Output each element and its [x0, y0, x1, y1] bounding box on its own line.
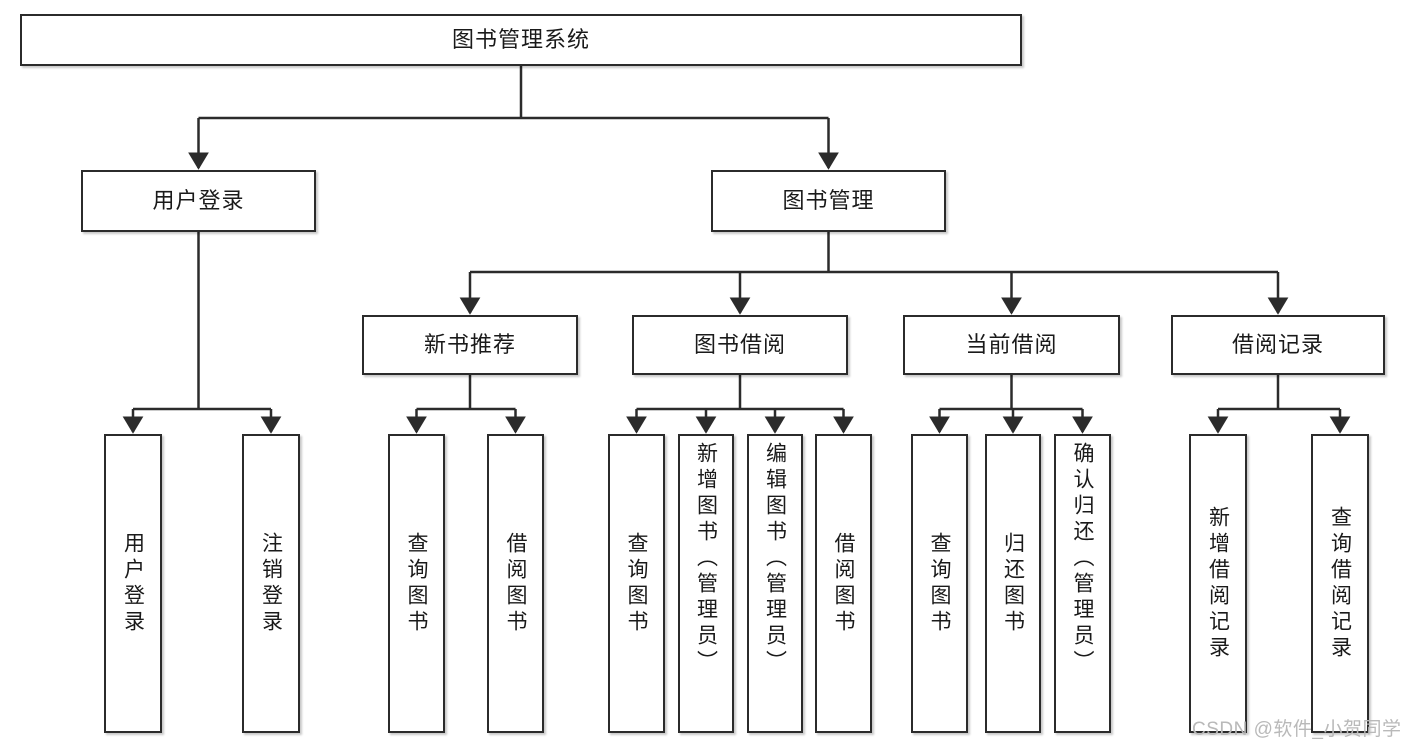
node-leaf-query-book-1-label: 查询图书 — [405, 531, 428, 636]
leaf-inner: 注销登录 — [244, 436, 298, 731]
node-book-borrow-label: 图书借阅 — [693, 332, 786, 358]
node-book-borrow[interactable]: 图书借阅 — [632, 315, 848, 375]
leaf-inner: 归还图书 — [987, 436, 1039, 731]
node-leaf-query-book-3-label: 查询图书 — [928, 531, 951, 636]
node-leaf-return-book[interactable]: 归还图书 — [985, 434, 1041, 733]
node-book-manage-label: 图书管理 — [782, 188, 875, 214]
node-leaf-logout-label: 注销登录 — [259, 531, 283, 636]
leaf-inner: 查询图书 — [913, 436, 966, 731]
node-leaf-query-record[interactable]: 查询借阅记录 — [1311, 434, 1369, 733]
leaf-inner: 借阅图书 — [489, 436, 542, 731]
node-user-login-label: 用户登录 — [152, 188, 245, 214]
node-user-login[interactable]: 用户登录 — [81, 170, 316, 232]
node-leaf-query-book-2[interactable]: 查询图书 — [608, 434, 665, 733]
leaf-inner: 查询图书 — [610, 436, 663, 731]
leaf-inner: 查询借阅记录 — [1313, 436, 1367, 731]
node-leaf-query-record-label: 查询借阅记录 — [1328, 505, 1352, 662]
leaf-inner: 编辑图书（管理员） — [749, 436, 801, 731]
node-leaf-confirm-return[interactable]: 确认归还（管理员） — [1054, 434, 1111, 733]
node-leaf-query-book-2-label: 查询图书 — [625, 531, 648, 636]
node-leaf-query-book-1[interactable]: 查询图书 — [388, 434, 445, 733]
node-leaf-confirm-return-label: 确认归还（管理员） — [1071, 442, 1094, 676]
node-current-borrow[interactable]: 当前借阅 — [903, 315, 1120, 375]
node-leaf-user-login[interactable]: 用户登录 — [104, 434, 162, 733]
node-borrow-record[interactable]: 借阅记录 — [1171, 315, 1385, 375]
node-leaf-borrow-book-1-label: 借阅图书 — [504, 531, 527, 636]
node-leaf-logout[interactable]: 注销登录 — [242, 434, 300, 733]
node-current-borrow-label: 当前借阅 — [965, 332, 1058, 358]
node-leaf-edit-book[interactable]: 编辑图书（管理员） — [747, 434, 803, 733]
node-borrow-record-label: 借阅记录 — [1231, 332, 1324, 358]
node-leaf-borrow-book-2[interactable]: 借阅图书 — [815, 434, 872, 733]
node-root-label: 图书管理系统 — [451, 27, 590, 53]
node-leaf-return-book-label: 归还图书 — [1001, 531, 1025, 636]
node-new-book-rec-label: 新书推荐 — [423, 332, 516, 358]
node-leaf-add-record-label: 新增借阅记录 — [1206, 505, 1230, 662]
node-leaf-add-record[interactable]: 新增借阅记录 — [1189, 434, 1247, 733]
node-leaf-borrow-book-2-label: 借阅图书 — [832, 531, 855, 636]
node-leaf-user-login-label: 用户登录 — [121, 531, 145, 636]
node-book-manage[interactable]: 图书管理 — [711, 170, 946, 232]
node-leaf-add-book[interactable]: 新增图书（管理员） — [678, 434, 734, 733]
leaf-inner: 查询图书 — [390, 436, 443, 731]
leaf-inner: 新增借阅记录 — [1191, 436, 1245, 731]
leaf-inner: 确认归还（管理员） — [1056, 436, 1109, 731]
leaf-inner: 新增图书（管理员） — [680, 436, 732, 731]
node-leaf-edit-book-label: 编辑图书（管理员） — [763, 442, 787, 676]
node-root[interactable]: 图书管理系统 — [20, 14, 1022, 66]
node-leaf-add-book-label: 新增图书（管理员） — [694, 442, 718, 676]
leaf-inner: 用户登录 — [106, 436, 160, 731]
node-leaf-borrow-book-1[interactable]: 借阅图书 — [487, 434, 544, 733]
leaf-inner: 借阅图书 — [817, 436, 870, 731]
node-leaf-query-book-3[interactable]: 查询图书 — [911, 434, 968, 733]
node-new-book-rec[interactable]: 新书推荐 — [362, 315, 578, 375]
